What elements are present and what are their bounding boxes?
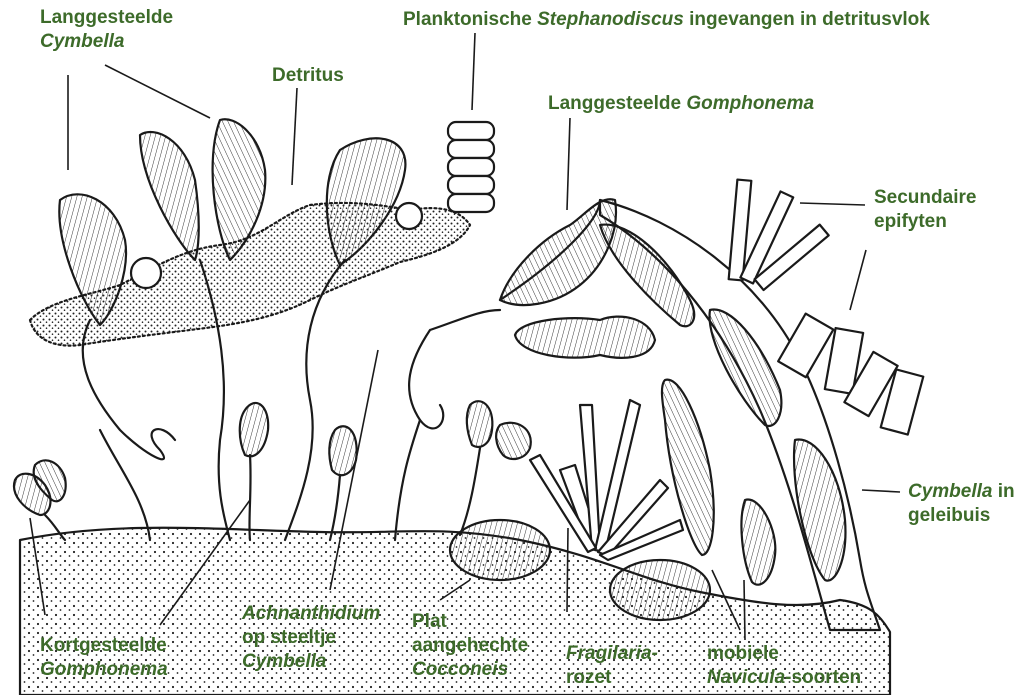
stephanodiscus-cell — [131, 258, 161, 288]
cocconeis-cell-1 — [450, 520, 550, 580]
label-plat-aangehechte-cocconeis: Plat aangehechte Cocconeis — [412, 610, 528, 682]
cymbella-tube-cell-2 — [710, 310, 782, 426]
kort-gomphonema-4 — [496, 423, 531, 459]
label-langgesteelde-cymbella: Langgesteelde Cymbella — [40, 6, 173, 54]
label-langgesteelde-gomphonema: Langgesteelde Gomphonema — [548, 92, 814, 116]
achnanthidium-cell-1 — [240, 403, 268, 456]
gomphonema-cell-1 — [500, 199, 616, 305]
cocconeis-cell-2 — [610, 560, 710, 620]
label-kortgesteelde-gomphonema: Kortgesteelde Gomphonema — [40, 634, 168, 682]
kort-gomphonema-3 — [467, 401, 493, 447]
label-mobiele-navicula: mobiele Navicula-soorten — [707, 642, 861, 690]
cymbella-cell-2 — [140, 132, 199, 260]
fragilaria-rosette — [530, 400, 683, 560]
stephanodiscus-chain — [448, 122, 494, 212]
stephanodiscus-cell-2 — [396, 203, 422, 229]
label-fragilaria-rozet: Fragilaria- rozet — [566, 642, 658, 690]
label-planktonische-stephanodiscus: Planktonische Stephanodiscus ingevangen … — [403, 8, 930, 32]
achnanthidium-cell-2 — [329, 426, 356, 475]
cymbella-tube-cell-1 — [600, 225, 694, 327]
label-detritus: Detritus — [272, 64, 344, 88]
label-achnanthidium: Achnanthidium op steeltje Cymbella — [242, 602, 380, 674]
gomphonema-cell-2 — [515, 317, 655, 358]
label-secundaire-epifyten: Secundaire epifyten — [874, 186, 976, 234]
navicula-cell-2 — [741, 500, 775, 585]
label-cymbella-in-geleibuis: Cymbella in geleibuis — [908, 480, 1015, 528]
